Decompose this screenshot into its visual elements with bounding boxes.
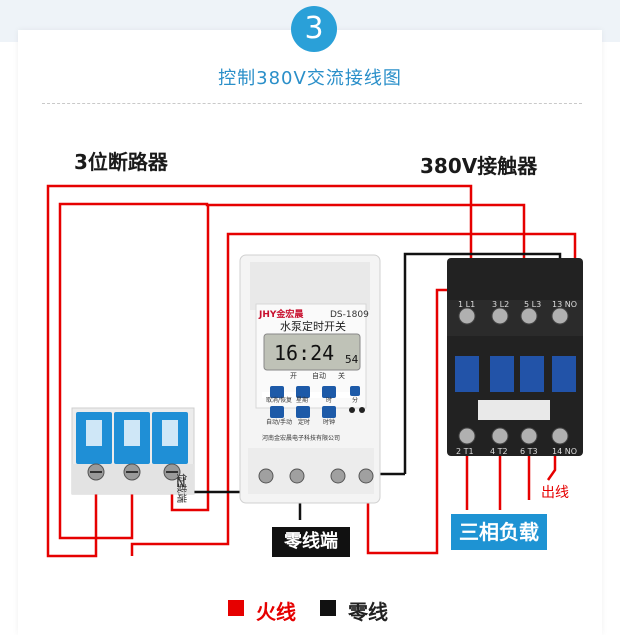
timer-display-seconds: 54 (345, 353, 359, 366)
three-phase-load-tag: 三相负载 (451, 514, 547, 550)
timer-status-auto: 自动 (312, 371, 326, 380)
timer-btn-min-label: 分 (352, 396, 358, 404)
timer-btn-hour-label: 时 (326, 396, 332, 404)
breaker-load-label: 负载端 (175, 473, 188, 503)
contactor-top-terminal-1: 1 L1 (458, 300, 475, 309)
timer-name: 水泵定时开关 (280, 319, 346, 333)
red-wire-l2 (58, 202, 526, 540)
output-line-label: 出线 (541, 485, 569, 501)
contactor-top-terminal-4: 13 NO (552, 300, 577, 309)
step-number-badge: 3 (291, 6, 337, 52)
legend-neutral-label: 零线 (348, 600, 388, 624)
contactor (447, 258, 583, 456)
red-wire-timer-out (130, 526, 230, 556)
breaker-label: 3位断路器 (74, 150, 168, 174)
contactor-top-terminal-2: 3 L2 (492, 300, 509, 309)
legend-live-swatch (228, 600, 244, 616)
timer-company: 河南金宏晨电子科技有限公司 (262, 434, 340, 442)
title-divider (42, 103, 582, 104)
timer-btn-clock-label: 时钟 (323, 418, 335, 426)
timer-btn-timing-label: 定时 (298, 418, 310, 426)
timer-btn-week-label: 星期 (296, 396, 308, 404)
contactor-top-terminal-3: 5 L3 (524, 300, 541, 309)
neutral-terminal-tag: 零线端 (272, 527, 350, 557)
timer-model: DS-1809 (330, 310, 369, 320)
legend-live-label: 火线 (256, 600, 296, 624)
timer-btn-mode-label: 自动/手动 (266, 418, 292, 426)
timer-brand: JHY金宏晨 (258, 308, 304, 320)
timer-display-time: 16:24 (274, 341, 334, 365)
diagram-title: 控制380V交流接线图 (218, 68, 402, 89)
contactor-bottom-terminal-3: 6 T3 (520, 447, 538, 456)
legend-neutral-swatch (320, 600, 336, 616)
contactor-label: 380V接触器 (420, 154, 538, 178)
timer-status-on: 开 (290, 372, 297, 380)
contactor-bottom-terminal-2: 4 T2 (490, 447, 508, 456)
timer-switch (239, 254, 381, 504)
contactor-bottom-terminal-4: 14 NO (552, 447, 577, 456)
breaker-n-label: N (176, 476, 186, 491)
contactor-bottom-terminal-1: 2 T1 (456, 447, 474, 456)
timer-btn-cancel-label: 取消/恢复 (266, 396, 292, 404)
timer-status-off: 关 (338, 371, 345, 380)
breaker (71, 407, 195, 495)
